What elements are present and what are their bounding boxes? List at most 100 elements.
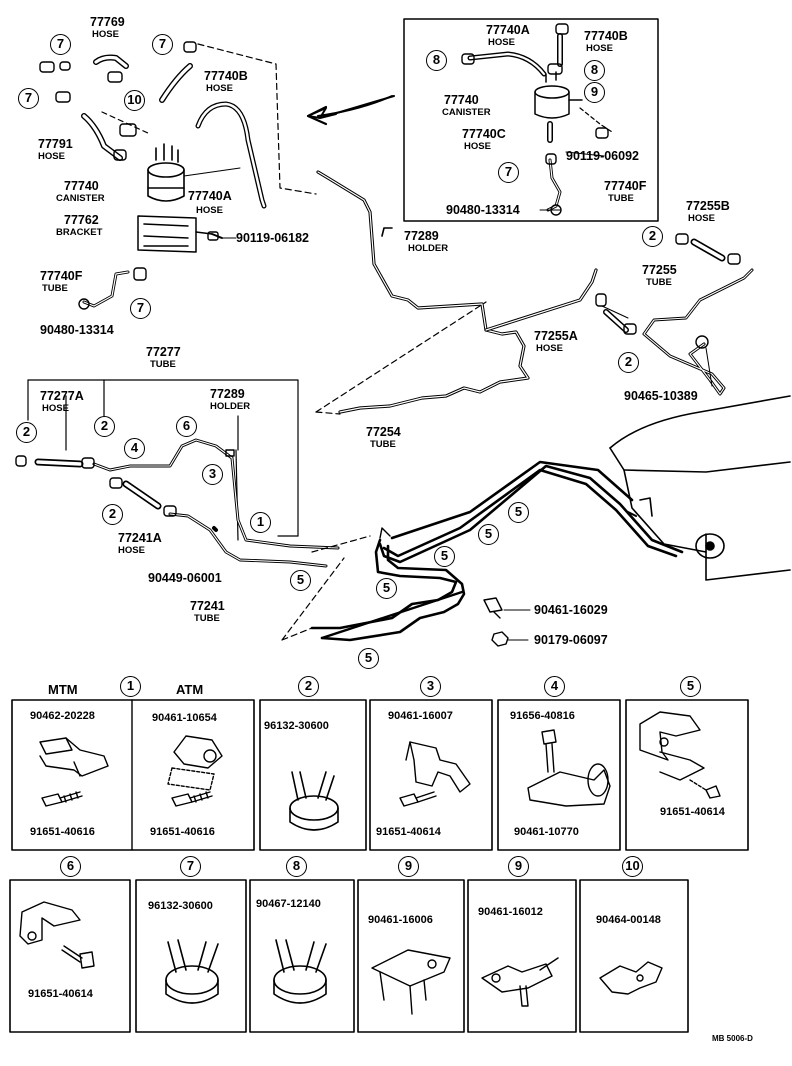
part-number: 90480-13314 [446, 203, 520, 217]
part-name: HOSE [536, 343, 563, 354]
tube-77740f-left [82, 270, 130, 308]
detail-number: 6 [60, 856, 81, 877]
bolt-91651-40616-a [41, 791, 83, 807]
part-name: HOLDER [408, 243, 449, 254]
callout-circle: 1 [250, 512, 271, 533]
detail-part-number: 91656-40816 [510, 710, 575, 722]
detail-box-2 [259, 699, 367, 851]
callout-circle: 5 [478, 524, 499, 545]
detail-number: 4 [544, 676, 565, 697]
part-name: TUBE [150, 359, 176, 370]
part-number: 90179-06097 [534, 633, 608, 647]
part-number: 77740A [188, 189, 232, 203]
bracket-77762 [137, 215, 213, 253]
part-name: HOSE [488, 37, 515, 48]
part-number: 77740B [584, 29, 628, 43]
part-name: HOSE [196, 205, 223, 216]
callout-circle: 2 [94, 416, 115, 437]
detail-part-number: 91651-40616 [150, 826, 215, 838]
callout-circle: 7 [50, 34, 71, 55]
bolt-91651-40616-b [171, 791, 213, 807]
detail-part-number: 90467-12140 [256, 898, 321, 910]
callout-circle: 8 [584, 60, 605, 81]
callout-circle: 4 [124, 438, 145, 459]
part-number: 90480-13314 [40, 323, 114, 337]
detail-box-1 [11, 699, 255, 851]
part-name: HOSE [586, 43, 613, 54]
callout-circle: 2 [16, 422, 37, 443]
detail-number: 10 [622, 856, 643, 877]
fuel-lines-lower [378, 464, 684, 564]
part-number: 77254 [366, 425, 401, 439]
detail-number: 5 [680, 676, 701, 697]
canister-left [147, 143, 185, 202]
part-number: 77740 [444, 93, 479, 107]
callout-circle: 7 [152, 34, 173, 55]
detail-number: 7 [180, 856, 201, 877]
part-number: 77255B [686, 199, 730, 213]
clips-left [39, 41, 219, 310]
part-name: TUBE [370, 439, 396, 450]
detail-part-number: 91651-40616 [30, 826, 95, 838]
part-number: 77791 [38, 137, 73, 151]
diagram-code: MB 5006-D [712, 1034, 753, 1043]
part-number: 77769 [90, 15, 125, 29]
detail-box-8 [249, 879, 355, 1033]
detail-part-number: 90461-16012 [478, 906, 543, 918]
tube-77255 [642, 268, 754, 396]
callout-circle: 7 [18, 88, 39, 109]
bolt-91651-40614-d6 [61, 945, 95, 969]
part-number: 77241A [118, 531, 162, 545]
detail-header-atm: ATM [176, 682, 204, 697]
clip-90461-10770 [527, 763, 611, 807]
part-name: BRACKET [56, 227, 103, 238]
callout-circle: 2 [618, 352, 639, 373]
part-name: TUBE [646, 277, 672, 288]
part-name: HOSE [92, 29, 119, 40]
clip-90461-16012 [481, 957, 559, 1007]
part-number: 77740B [204, 69, 248, 83]
part-number: 77241 [190, 599, 225, 613]
detail-box-7 [135, 879, 247, 1033]
part-name: TUBE [608, 193, 634, 204]
canister-inset-frame [403, 18, 659, 222]
part-number: 77740F [40, 269, 83, 283]
hose-clamp-90467-12140 [273, 939, 327, 1004]
callout-circle: 8 [426, 50, 447, 71]
detail-box-5 [625, 699, 749, 851]
callout-circle: 6 [176, 416, 197, 437]
detail-part-number: 90461-16007 [388, 710, 453, 722]
part-number: 77277 [146, 345, 181, 359]
clip-90464-00148 [599, 961, 663, 995]
bracket-detail-5 [639, 711, 705, 781]
detail-box-4 [497, 699, 621, 851]
detail-part-number: 90461-10654 [152, 712, 217, 724]
part-number: 77740 [64, 179, 99, 193]
part-name: HOLDER [210, 401, 251, 412]
detail-number: 2 [298, 676, 319, 697]
detail-number: 1 [120, 676, 141, 697]
callout-circle: 5 [508, 502, 529, 523]
detail-number: 3 [420, 676, 441, 697]
clip-90461-16007 [405, 741, 471, 793]
clip-90461-10654 [167, 735, 223, 791]
part-number: 77277A [40, 389, 84, 403]
part-name: CANISTER [442, 107, 491, 118]
tube-77740f-right [546, 158, 562, 212]
clip-90461-16006 [371, 949, 451, 1015]
canister-dashed-outline [197, 43, 317, 195]
part-number: 90449-06001 [148, 571, 222, 585]
part-name: TUBE [42, 283, 68, 294]
part-name: HOSE [464, 141, 491, 152]
bolt-clip-90461-16029 [483, 597, 531, 619]
detail-box-3 [369, 699, 493, 851]
fuel-tank [609, 395, 791, 581]
detail-box-10 [579, 879, 689, 1033]
detail-part-number: 90464-00148 [596, 914, 661, 926]
hose-clamp-96132-30600-a [289, 771, 339, 831]
part-name: HOSE [42, 403, 69, 414]
detail-part-number: 90461-10770 [514, 826, 579, 838]
detail-part-number: 96132-30600 [264, 720, 329, 732]
part-name: TUBE [194, 613, 220, 624]
